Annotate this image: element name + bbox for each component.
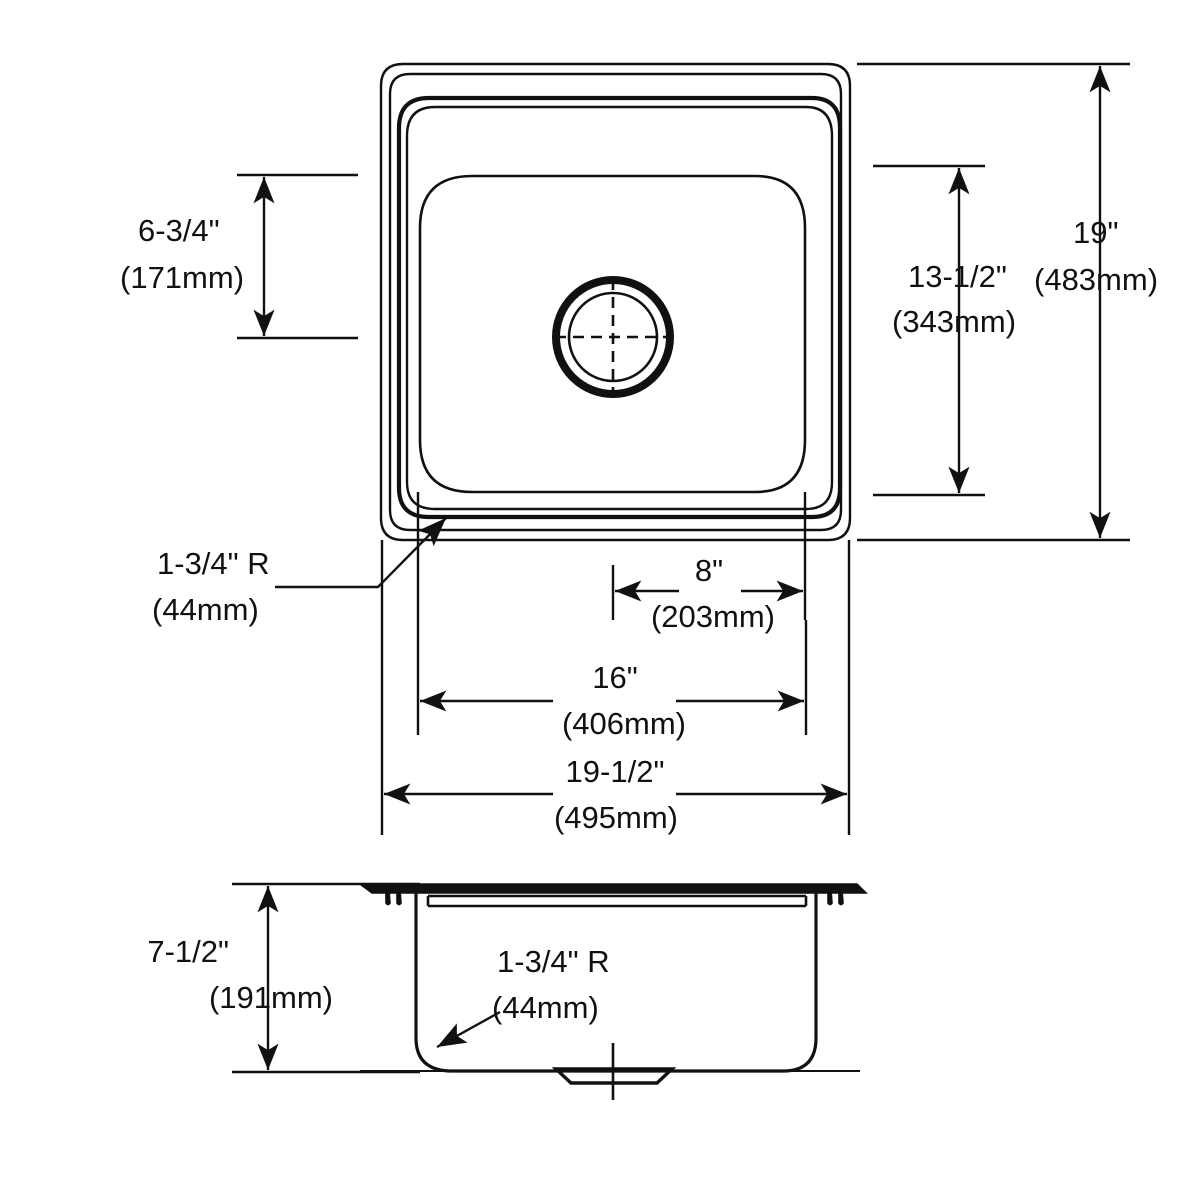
mounting-clip-left-a [385,889,391,906]
drain-boss [551,1067,677,1085]
dimension-bowl-depth-left: 6-3/4" (171mm) [120,173,358,340]
dimension-label-imperial: 19" [1073,215,1119,250]
mounting-clip-right-a [827,889,833,906]
top-view-group [379,62,852,542]
dimension-label-metric: (191mm) [209,980,333,1015]
dimension-label-metric: (483mm) [1034,262,1158,297]
dimension-overall-depth-right: 19" (483mm) [857,62,1158,542]
dimension-label-metric: (171mm) [120,260,244,295]
dimension-corner-radius-side: 1-3/4" R (44mm) [436,944,610,1049]
dimension-label-imperial: 1-3/4" R [497,944,610,979]
dimension-label-metric: (44mm) [492,990,599,1025]
bowl-section-outline [414,888,818,1073]
dimension-label-metric: (44mm) [152,592,259,627]
dimension-label-imperial: 8" [695,553,723,588]
mounting-clip-right-b [838,889,844,906]
dimension-bowl-width-bottom: 16" (406mm) [416,492,808,741]
side-view-group [357,883,868,1100]
dimension-label-imperial: 6-3/4" [138,213,220,248]
sink-rim-outer-edge [379,62,852,542]
dimension-corner-radius-top: 1-3/4" R (44mm) [152,517,447,627]
drain-opening-inner-circle [567,291,659,383]
sink-flange-inner [405,105,834,511]
bowl-outline [418,174,807,494]
dimension-drain-offset: 8" (203mm) [611,492,807,634]
dimension-bowl-height-side: 7-1/2" (191mm) [147,882,420,1074]
dimension-label-metric: (203mm) [651,599,775,634]
dimension-label-metric: (495mm) [554,800,678,835]
sink-rim-deck [357,883,868,894]
dimension-overall-width-bottom: 19-1/2" (495mm) [380,540,851,835]
dimension-label-imperial: 16" [592,660,638,695]
sink-rim-inner-edge [388,72,843,532]
dimension-label-imperial: 7-1/2" [147,934,229,969]
dimension-label-imperial: 13-1/2" [908,259,1007,294]
dimension-label-imperial: 19-1/2" [566,754,665,789]
mounting-clip-left-b [396,889,402,906]
dimension-label-metric: (343mm) [892,304,1016,339]
dimension-bowl-width-right: 13-1/2" (343mm) [873,164,1016,497]
sink-flange-outer [396,95,843,520]
dimension-label-imperial: 1-3/4" R [157,546,270,581]
dimension-label-metric: (406mm) [562,706,686,741]
leader-line [275,517,447,589]
leader-line [436,1010,501,1049]
